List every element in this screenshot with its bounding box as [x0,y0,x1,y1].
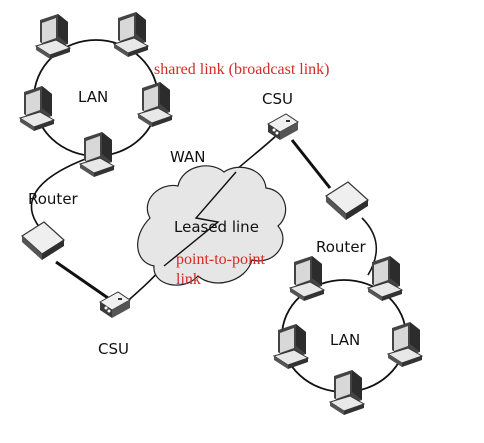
csu-icon-top [267,113,299,141]
link-router-right-to-lan [361,217,378,276]
csu-label-bottom: CSU [98,340,129,358]
pc-icon [367,255,403,302]
router-icon-left [21,221,65,261]
link-router-left-to-csu [55,260,109,300]
pc-icon [329,369,365,416]
router-icon-right [325,181,369,221]
shared-link-annotation: shared link (broadcast link) [154,61,330,78]
link-cloud-to-csu-top [235,131,281,171]
pc-icon [113,11,149,58]
pc-icon [19,85,55,132]
p2p-annotation-line1: point-to-point [176,251,265,268]
pc-icon [387,321,423,368]
csu-label-top: CSU [262,90,293,108]
leased-line-label: Leased line [174,218,259,236]
leased-line-bolt [163,171,237,267]
wan-label: WAN [170,148,206,166]
link-lan-to-router-left [30,157,89,229]
router-label-right: Router [316,238,366,256]
link-csu-top-to-router-right [290,139,332,189]
pc-icon [79,131,115,178]
pc-icon [273,323,309,370]
router-label-left: Router [28,190,78,208]
lan-label-top: LAN [78,88,109,106]
wan-cloud [137,165,287,286]
pc-icon [289,255,325,302]
p2p-annotation-line2: link [176,271,201,288]
pc-icon [137,81,173,128]
lan-label-bottom: LAN [330,331,361,349]
pc-icon [35,13,71,60]
